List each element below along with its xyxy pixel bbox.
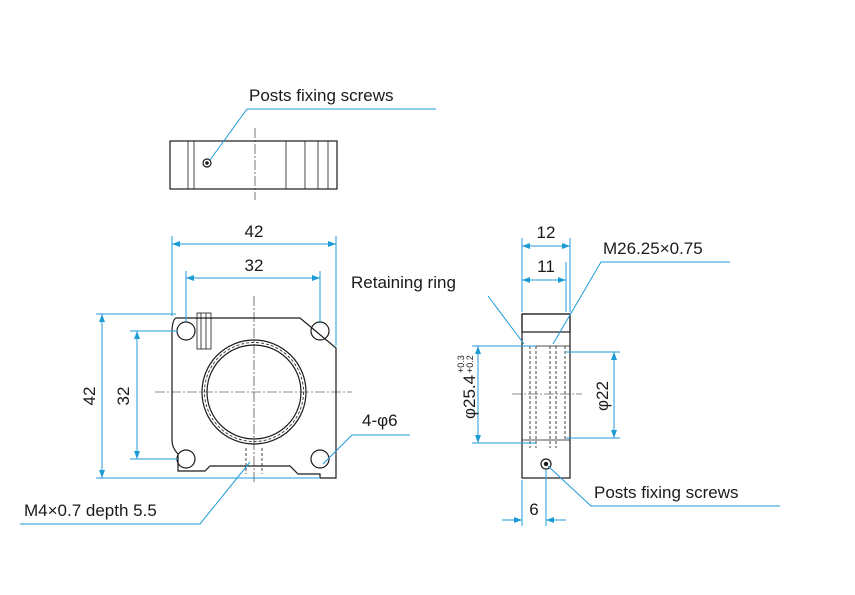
mount-hole-br	[310, 449, 330, 469]
dim-side-12: 12	[537, 223, 556, 242]
dim-front-width-42: 42	[245, 222, 264, 241]
label-posts-fixing-side: Posts fixing screws	[594, 483, 739, 502]
mount-hole-tl	[176, 321, 196, 341]
label-thread-spec: M26.25×0.75	[603, 239, 703, 258]
dim-side-screw-6: 6	[529, 500, 538, 519]
label-posts-fixing-top: Posts fixing screws	[249, 86, 394, 105]
dim-front-width-32: 32	[245, 256, 264, 275]
dim-side-bore-22: φ22	[593, 381, 612, 411]
label-retaining-ring: Retaining ring	[351, 273, 456, 292]
dim-front-height-32: 32	[114, 387, 133, 406]
front-view	[155, 296, 352, 484]
dim-front-height-42: 42	[80, 387, 99, 406]
screw-hole-top	[202, 158, 212, 168]
retaining-ring-part	[521, 313, 571, 333]
top-view	[169, 128, 338, 200]
mount-hole-bl	[176, 449, 196, 469]
front-view-body	[171, 317, 337, 479]
label-tapped-hole: M4×0.7 depth 5.5	[24, 501, 157, 520]
dim-bore-diameter: φ25.4	[460, 375, 479, 419]
mount-hole-tr	[310, 321, 330, 341]
side-view-body	[521, 313, 571, 479]
dim-side-11: 11	[537, 257, 555, 276]
dim-bore-tol-upper: +0.3	[456, 355, 466, 373]
top-view-body	[169, 140, 338, 190]
side-view	[512, 313, 582, 479]
dim-bore-tol-lower: +0.2	[465, 355, 475, 373]
label-holes: 4-φ6	[362, 411, 398, 430]
screw-hole-side	[540, 458, 552, 470]
